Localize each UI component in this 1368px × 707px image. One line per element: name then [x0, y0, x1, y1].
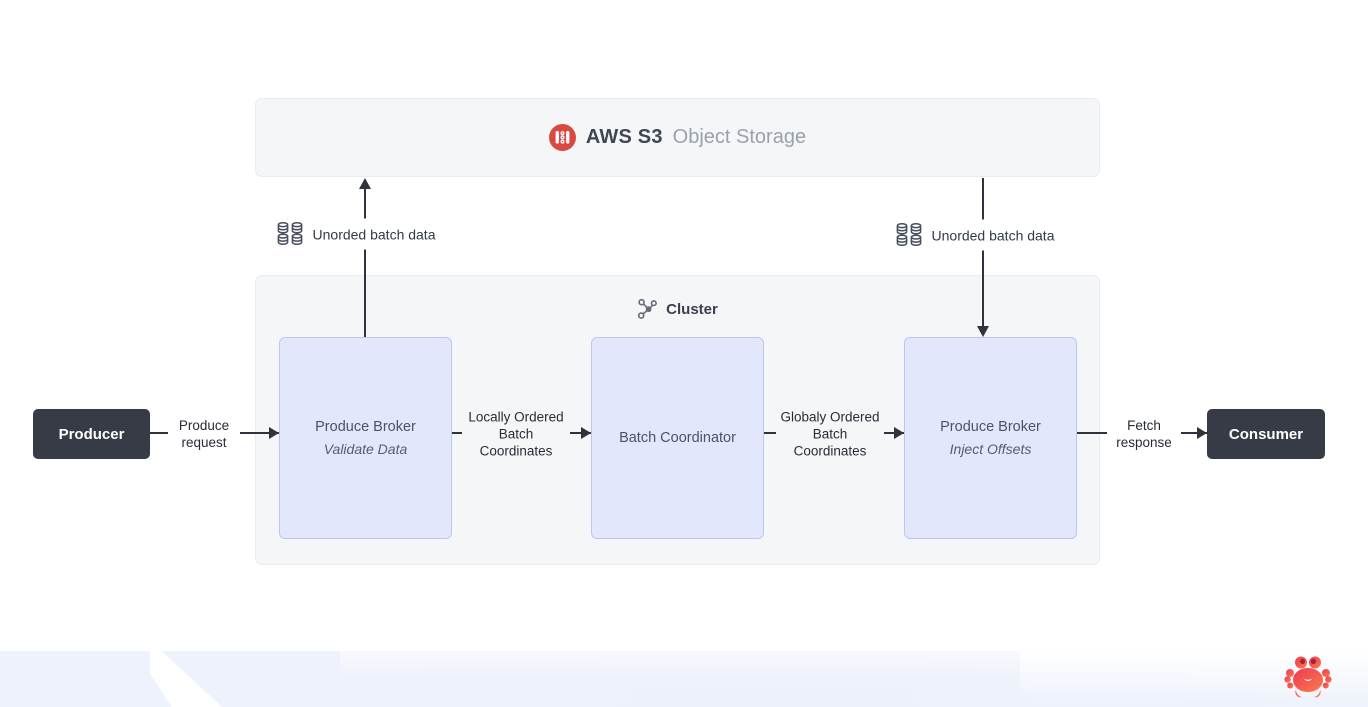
cluster-title: Cluster: [666, 300, 718, 318]
node-consumer: Consumer: [1207, 409, 1325, 459]
node-produce-broker-inject: Produce Broker Inject Offsets: [904, 337, 1077, 539]
node-subtitle: Inject Offsets: [949, 441, 1032, 457]
edge-label-fetch-response: Fetch response: [1107, 415, 1181, 453]
arrowhead-down-icon: [977, 326, 989, 337]
node-subtitle: Validate Data: [323, 441, 408, 457]
edge-label-globally-ordered: Globaly Ordered Batch Coordinates: [776, 406, 884, 462]
node-title: Batch Coordinator: [619, 430, 736, 446]
database-grid-icon: [277, 222, 304, 247]
edge-label-text: Unorded batch data: [931, 227, 1055, 243]
arrowhead-right-icon: [894, 427, 904, 439]
node-label: Producer: [58, 425, 125, 443]
s3-bucket-icon: [548, 124, 576, 151]
node-producer: Producer: [33, 409, 150, 459]
edge-unordered-left-line: [364, 188, 366, 337]
arrowhead-up-icon: [359, 178, 371, 189]
node-produce-broker-validate: Produce Broker Validate Data: [279, 337, 452, 539]
network-hub-icon: [637, 298, 658, 320]
edge-label-unordered-right: Unorded batch data: [889, 219, 1061, 251]
node-title: Produce Broker: [940, 419, 1041, 435]
edge-label-unordered-left: Unorded batch data: [270, 218, 442, 250]
arrowhead-right-icon: [581, 427, 591, 439]
aws-s3-panel: AWS S3 Object Storage: [255, 98, 1100, 177]
node-label: Consumer: [1228, 425, 1304, 443]
edge-label-text: Unorded batch data: [312, 226, 436, 242]
cluster-header: Cluster: [256, 298, 1099, 320]
s3-title: AWS S3: [585, 126, 663, 148]
edge-unordered-right-line: [982, 178, 984, 327]
node-title: Produce Broker: [315, 419, 416, 435]
footer-gradient-mid: [340, 651, 1020, 707]
database-grid-icon: [896, 223, 923, 248]
node-batch-coordinator: Batch Coordinator: [591, 337, 764, 539]
edge-label-produce-request: Produce request: [168, 415, 240, 453]
arrowhead-right-icon: [269, 427, 279, 439]
s3-subtitle: Object Storage: [672, 126, 807, 148]
edge-label-locally-ordered: Locally Ordered Batch Coordinates: [462, 406, 570, 462]
crab-icon: [1284, 652, 1332, 698]
arrowhead-right-icon: [1197, 427, 1207, 439]
